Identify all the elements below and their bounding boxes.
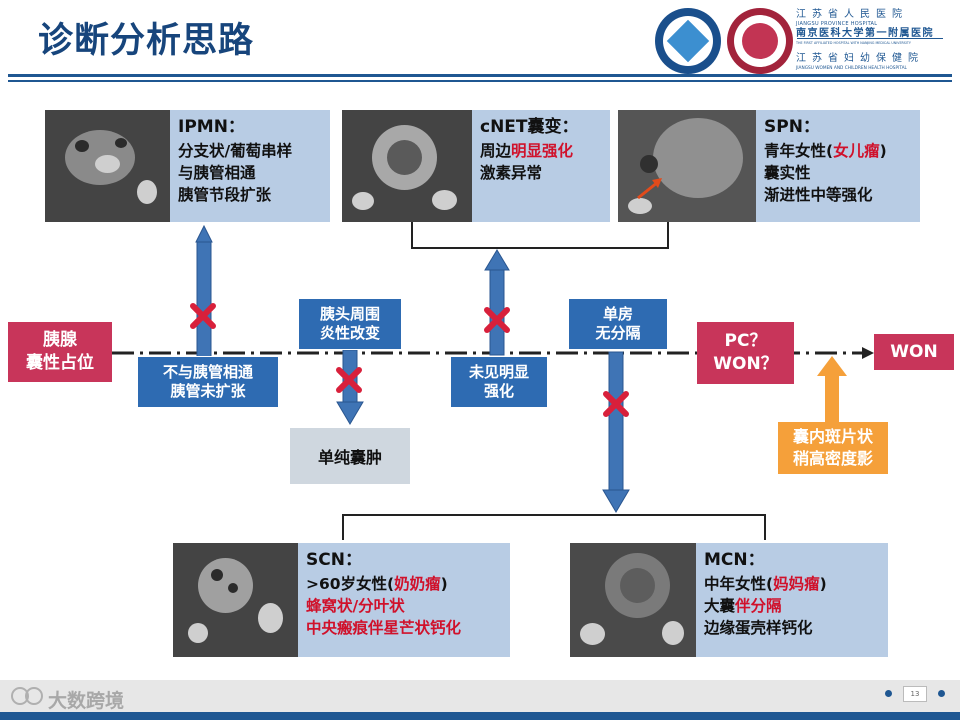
flow-box-no-enhancement: 未见明显 强化 xyxy=(450,356,548,408)
card-line: 渐进性中等强化 xyxy=(764,186,873,204)
watermark-text: 大数跨境 xyxy=(48,690,125,712)
hospital-logo xyxy=(655,8,721,74)
card-line: 激素异常 xyxy=(480,164,543,182)
card-mcn: MCN： 中年女性(妈妈瘤) 大囊伴分隔 边缘蛋壳样钙化 xyxy=(696,543,888,657)
header-rule xyxy=(8,74,952,77)
hospital-name-block: 江苏省人民医院 JIANGSU PROVINCE HOSPITAL 南京医科大学… xyxy=(796,9,946,72)
ct-image-mcn xyxy=(570,543,696,657)
flow-box-simple-cyst: 单纯囊肿 xyxy=(290,428,410,484)
ct-image-ipmn xyxy=(45,110,170,222)
hospital-logo-2 xyxy=(727,8,793,74)
card-cnet: cNET囊变： 周边明显强化 激素异常 xyxy=(472,110,610,222)
card-title: cNET囊变： xyxy=(480,117,579,137)
card-text-emphasis: 伴分隔 xyxy=(735,597,782,615)
card-text: 大囊 xyxy=(704,597,736,615)
ct-image-cnet xyxy=(342,110,472,222)
cross-icon-3 xyxy=(484,307,510,333)
arrow-pointer-icon xyxy=(637,178,662,200)
card-line: 边缘蛋壳样钙化 xyxy=(704,619,813,637)
page-title: 诊断分析思路 xyxy=(38,21,255,61)
hospital-name-line4: THE FIRST AFFILIATED HOSPITAL WITH NANJI… xyxy=(796,41,911,45)
watermark-logo xyxy=(11,687,43,705)
header-rule-thin xyxy=(8,80,952,82)
timeline-arrowhead xyxy=(862,347,874,359)
card-text-emphasis: 女儿瘤 xyxy=(833,142,880,160)
card-line-emphasis: 中央瘢痕伴星芒状钙化 xyxy=(306,619,462,637)
card-text: 中年女性( xyxy=(704,575,774,593)
nav-dot xyxy=(885,690,892,697)
arrow-up-icon xyxy=(195,224,213,243)
ct-image-scn xyxy=(173,543,298,657)
arrow-up-shaft xyxy=(196,241,212,360)
flow-box-pc-won: PC？ WON？ xyxy=(697,322,794,384)
cross-icon-2 xyxy=(336,367,362,393)
card-title: SCN： xyxy=(306,550,362,570)
arrow-up-icon-orange xyxy=(817,356,847,376)
card-line: 中年女性(妈妈瘤) xyxy=(704,573,880,595)
card-text: 青年女性( xyxy=(764,142,834,160)
card-line-emphasis: 蜂窝状/分叶状 xyxy=(306,597,405,615)
card-text-emphasis: 妈妈瘤 xyxy=(773,575,820,593)
card-text: 周边 xyxy=(480,142,512,160)
arrow-up-shaft-orange xyxy=(825,376,839,422)
nav-dot-2 xyxy=(938,690,945,697)
hospital-name-line2: JIANGSU PROVINCE HOSPITAL xyxy=(796,21,878,27)
flow-box-single-cyst: 单房 无分隔 xyxy=(568,298,668,350)
card-line: 分支状/葡萄串样 xyxy=(178,142,293,160)
arrow-down-icon xyxy=(336,401,364,425)
card-line: >60岁女性(奶奶瘤) xyxy=(306,573,502,595)
bracket-bottom xyxy=(342,514,766,540)
card-title: SPN： xyxy=(764,117,820,137)
arrow-down-icon-2 xyxy=(602,489,630,513)
card-text: ) xyxy=(879,142,887,160)
bracket-top xyxy=(411,222,669,249)
hospital-name-line6: JIANGSU WOMEN AND CHILDREN HEALTH HOSPIT… xyxy=(796,66,907,71)
arrow-up-icon-2 xyxy=(484,249,510,271)
card-text-emphasis: 奶奶瘤 xyxy=(394,575,441,593)
card-scn: SCN： >60岁女性(奶奶瘤) 蜂窝状/分叶状 中央瘢痕伴星芒状钙化 xyxy=(298,543,510,657)
card-line: 青年女性(女儿瘤) xyxy=(764,140,912,162)
card-line: 胰管节段扩张 xyxy=(178,186,272,204)
flow-box-won: WON xyxy=(874,334,954,370)
card-ipmn: IPMN： 分支状/葡萄串样 与胰管相通 胰管节段扩张 xyxy=(170,110,330,222)
card-line: 大囊伴分隔 xyxy=(704,595,880,617)
flow-box-inflammation: 胰头周围 炎性改变 xyxy=(298,298,402,350)
hospital-name-line3: 南京医科大学第一附属医院 xyxy=(796,28,934,39)
arrow-down-shaft-2 xyxy=(608,351,624,491)
card-line: 囊实性 xyxy=(764,164,811,182)
page-number: 13 xyxy=(903,686,927,702)
card-line: 与胰管相通 xyxy=(178,164,256,182)
card-title: IPMN： xyxy=(178,117,245,137)
card-title: MCN： xyxy=(704,550,765,570)
card-text: ) xyxy=(819,575,827,593)
cross-icon-4 xyxy=(603,391,629,417)
hospital-name-line5: 江苏省妇幼保健院 xyxy=(796,53,924,64)
card-text: ) xyxy=(440,575,448,593)
card-spn: SPN： 青年女性(女儿瘤) 囊实性 渐进性中等强化 xyxy=(756,110,920,222)
start-box: 胰腺 囊性占位 xyxy=(8,322,112,382)
flow-box-no-duct: 不与胰管相通 胰管未扩张 xyxy=(137,356,279,408)
footer-bar xyxy=(0,712,960,720)
card-text: >60岁女性( xyxy=(306,575,395,593)
hospital-divider xyxy=(797,38,943,39)
card-line: 周边明显强化 xyxy=(480,140,602,162)
ct-image-spn xyxy=(618,110,756,222)
card-text-emphasis: 明显强化 xyxy=(511,142,574,160)
hospital-name-line1: 江苏省人民医院 xyxy=(796,9,908,20)
flow-box-density: 囊内斑片状 稍高密度影 xyxy=(778,422,888,474)
cross-icon xyxy=(190,303,216,329)
